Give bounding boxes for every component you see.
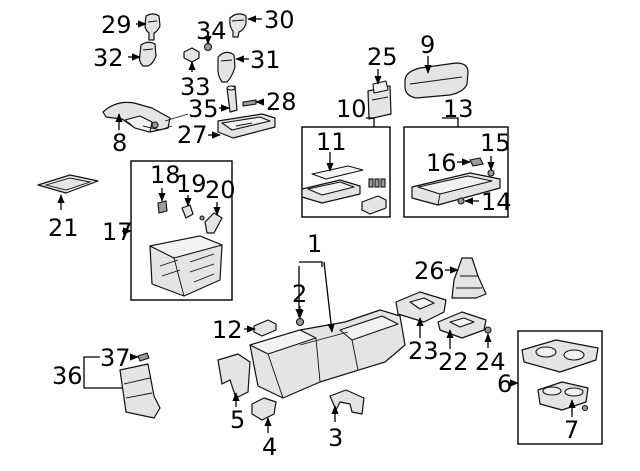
callout-10: 10 — [336, 95, 367, 123]
part-33-clip — [183, 47, 200, 63]
part-31-knob — [217, 51, 236, 83]
group-box-6 — [517, 330, 603, 445]
callout-12: 12 — [212, 316, 243, 344]
callout-16: 16 — [426, 149, 457, 177]
part-4-bracket — [251, 397, 277, 421]
callout-15: 15 — [480, 129, 511, 157]
callout-19: 19 — [176, 170, 207, 198]
callout-29: 29 — [101, 11, 132, 39]
callout-7: 7 — [564, 416, 579, 444]
callout-35: 35 — [188, 95, 219, 123]
part-20-clip — [199, 212, 223, 234]
callout-14: 14 — [481, 188, 512, 216]
leader-lines — [57, 15, 576, 433]
callout-6: 6 — [497, 370, 512, 398]
part-12-clip — [253, 319, 277, 337]
callout-3: 3 — [328, 424, 343, 452]
callout-27: 27 — [177, 121, 208, 149]
callout-17: 17 — [102, 218, 133, 246]
callout-36: 36 — [52, 362, 83, 390]
part-29-shift-knob — [144, 13, 161, 41]
part-18-clip — [157, 200, 168, 214]
callout-21: 21 — [48, 214, 79, 242]
callout-23: 23 — [408, 337, 439, 365]
part-2-screw — [295, 317, 305, 327]
part-28-pin — [242, 99, 257, 107]
part-11-tray — [301, 165, 364, 204]
callout-31: 31 — [250, 46, 281, 74]
part-19-clip — [181, 204, 194, 219]
callout-4: 4 — [262, 433, 277, 461]
group-box-10 — [301, 126, 391, 218]
part-6-cup-holder — [521, 339, 599, 373]
part-16-latch — [469, 157, 484, 167]
callout-11: 11 — [316, 128, 347, 156]
part-22-panel — [437, 311, 487, 339]
callout-5: 5 — [230, 406, 245, 434]
callout-18: 18 — [150, 161, 181, 189]
callout-numbers: 29 34 30 32 31 33 35 28 8 27 25 9 10 13 … — [48, 6, 579, 461]
part-1-center-console — [249, 309, 406, 399]
group-box-13 — [403, 126, 509, 218]
part-14-screw — [457, 197, 465, 205]
callout-1: 1 — [307, 230, 322, 258]
callout-9: 9 — [420, 31, 435, 59]
part-9-armrest-lid — [404, 62, 469, 99]
callout-2: 2 — [292, 280, 307, 308]
callout-32: 32 — [93, 44, 124, 72]
part-36-side-cover — [119, 363, 161, 419]
part-23-shift-panel — [395, 291, 447, 323]
part-15-screw — [487, 169, 495, 177]
callout-30: 30 — [264, 6, 295, 34]
callout-26: 26 — [414, 257, 445, 285]
part-8-shift-lever — [102, 101, 189, 133]
part-21-mat — [37, 174, 99, 194]
callout-25: 25 — [367, 43, 398, 71]
callout-33: 33 — [180, 73, 211, 101]
part-30-shift-knob — [229, 13, 247, 38]
part-32-knob — [138, 41, 157, 67]
callout-34: 34 — [196, 17, 227, 45]
part-24-screw — [484, 326, 492, 334]
part-25-switch — [367, 80, 392, 120]
callout-8: 8 — [112, 129, 127, 157]
part-17-pocket — [149, 235, 223, 297]
part-27-indicator-panel — [217, 113, 276, 139]
callout-28: 28 — [266, 88, 297, 116]
part-35-shift-rod — [226, 85, 238, 113]
callout-20: 20 — [205, 176, 236, 204]
part-13-console-box — [411, 172, 501, 206]
part-37-clip — [137, 352, 150, 362]
callout-24: 24 — [475, 348, 506, 376]
part-26-shift-boot — [451, 257, 487, 299]
callout-13: 13 — [443, 95, 474, 123]
part-5-bracket — [217, 353, 251, 399]
callout-22: 22 — [438, 348, 469, 376]
part-7-cup-insert — [537, 381, 589, 412]
part-10-bolts — [361, 178, 387, 215]
callout-37: 37 — [100, 344, 131, 372]
